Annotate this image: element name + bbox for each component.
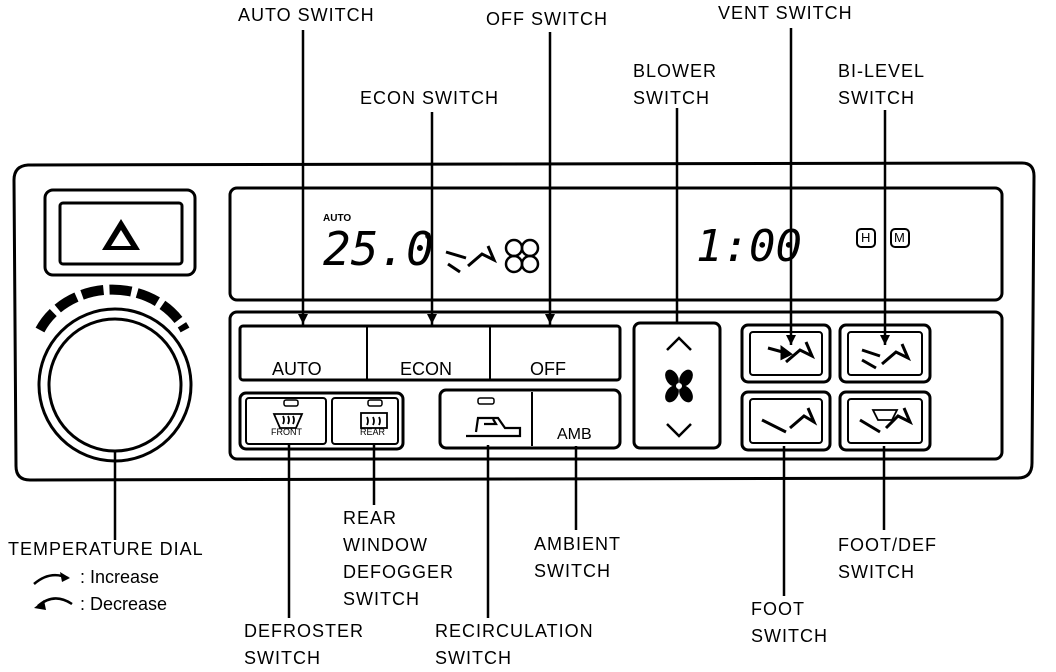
vent-button[interactable] [740, 323, 832, 384]
rear-defogger-icon [360, 412, 388, 429]
hour-button-label: H [861, 230, 871, 245]
foot-button-face [749, 398, 823, 444]
decrease-label: : Decrease [80, 594, 168, 614]
panel-bezel [12, 161, 1036, 482]
footdef-button[interactable] [838, 390, 932, 452]
lcd-display [228, 186, 1004, 302]
recirculation-led [477, 397, 495, 405]
auto-button[interactable]: AUTO [272, 359, 322, 379]
vent-switch-label: VENT SWITCH [718, 3, 853, 23]
mode-button-bar [238, 324, 622, 382]
temperature-unit: °c [420, 228, 431, 242]
defrost-button-group [238, 391, 405, 451]
foot-button[interactable] [740, 390, 832, 452]
button-bay [228, 310, 1004, 461]
rear-defogger-led [367, 399, 383, 407]
lcd-airflow-icon [445, 245, 497, 274]
recirc-ambient-group [438, 388, 622, 450]
leader-lines [113, 28, 887, 618]
rear-label: REAR [360, 427, 386, 437]
front-label: FRONT [271, 427, 302, 437]
hour-button[interactable] [856, 228, 876, 248]
bilevel-airflow-icon [861, 343, 911, 370]
vent-airflow-icon [767, 341, 815, 364]
temperature-dial[interactable] [47, 317, 183, 453]
off-switch-label: OFF SWITCH [486, 9, 608, 29]
econ-switch-label: ECON SWITCH [360, 88, 499, 108]
dial-scale-arc [35, 284, 190, 333]
minute-button-label: M [894, 230, 905, 245]
chevron-down-icon[interactable] [666, 423, 692, 438]
auto-indicator: AUTO [323, 213, 352, 224]
footdef-button-face [847, 398, 923, 444]
chevron-up-icon[interactable] [666, 336, 692, 351]
rear-defogger-button[interactable] [331, 397, 399, 445]
temperature-dial-ring [37, 307, 193, 463]
front-defroster-button[interactable] [245, 397, 327, 445]
front-defroster-led [283, 399, 299, 407]
clock: 1:00 [696, 221, 802, 272]
recirculation-car-icon [466, 416, 522, 438]
auto-switch-label: AUTO SWITCH [238, 5, 375, 25]
vent-button-face [749, 331, 823, 376]
amb-button[interactable]: AMB [557, 426, 592, 443]
minute-button[interactable] [890, 228, 910, 248]
set-temperature: 25.0 [323, 222, 434, 276]
off-button[interactable]: OFF [530, 359, 566, 379]
increase-label: : Increase [80, 567, 160, 587]
foot-airflow-icon [761, 407, 818, 434]
econ-button[interactable]: ECON [400, 359, 453, 379]
foot-defrost-icon [859, 407, 913, 434]
lcd-fan-icon [504, 238, 540, 274]
hazard-button[interactable] [58, 201, 184, 266]
front-defroster-icon [272, 413, 304, 429]
hazard-button-frame [43, 188, 197, 277]
temperature-dial-label: TEMPERATURE DIAL [8, 539, 204, 559]
fan-icon [665, 369, 693, 403]
rear-window-defogger-label: REAR WINDOW DEFOGGER SWITCH [343, 508, 455, 609]
